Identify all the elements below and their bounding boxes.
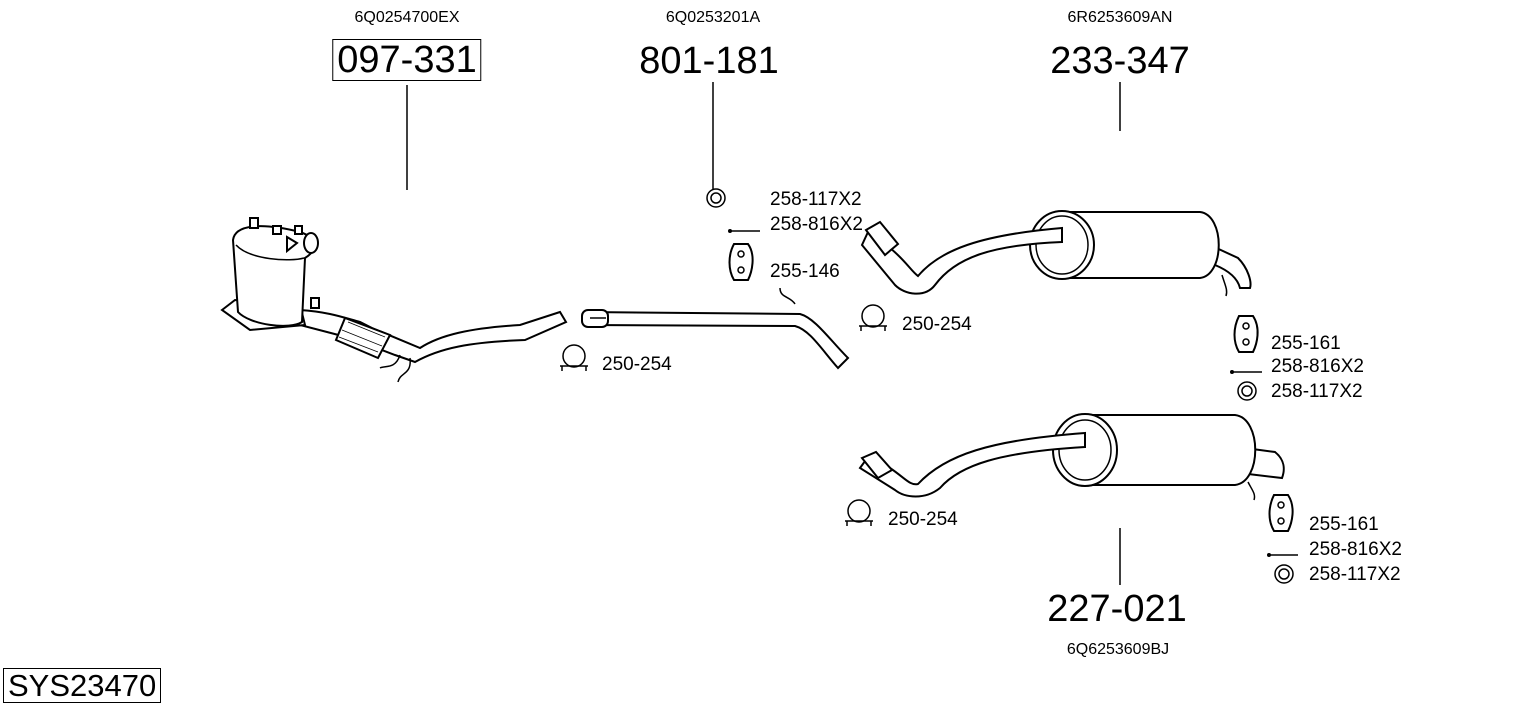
accessory-label[interactable]: 250-254 — [902, 314, 972, 335]
part-number-801-181[interactable]: 801-181 — [639, 40, 779, 82]
accessory-label[interactable]: 258-117X2 — [770, 189, 862, 210]
ring-icon — [1274, 564, 1294, 584]
middle-pipe-drawing[interactable] — [581, 287, 850, 370]
accessory-label[interactable]: 255-161 — [1271, 333, 1341, 354]
accessory-label[interactable]: 258-816X2 — [1271, 356, 1364, 377]
rear-silencer-227-021-drawing[interactable] — [858, 413, 1285, 501]
oe-number: 6Q6253609BJ — [1066, 641, 1170, 658]
accessory-label[interactable]: 250-254 — [888, 509, 958, 530]
accessory-label[interactable]: 255-161 — [1309, 514, 1379, 535]
part-number-097-331[interactable]: 097-331 — [332, 39, 482, 81]
clamp-icon — [859, 304, 887, 331]
accessory-label[interactable]: 258-816X2 — [770, 214, 863, 235]
accessory-label[interactable]: 255-146 — [770, 261, 840, 282]
system-id: SYS23470 — [3, 668, 162, 703]
accessory-label[interactable]: 250-254 — [602, 354, 672, 375]
bolt-icon — [728, 229, 760, 233]
ring-icon — [1237, 381, 1257, 401]
hanger-icon — [1233, 315, 1259, 353]
oe-number: 6Q0253201A — [665, 9, 761, 26]
rear-silencer-233-347-drawing[interactable] — [860, 210, 1252, 297]
oe-number: 6Q0254700EX — [354, 9, 460, 26]
hanger-icon — [728, 243, 754, 281]
part-number-233-347[interactable]: 233-347 — [1050, 40, 1190, 82]
clamp-icon — [845, 499, 873, 526]
accessory-label[interactable]: 258-816X2 — [1309, 539, 1402, 560]
particulate-filter-drawing[interactable] — [220, 217, 568, 383]
accessory-label[interactable]: 258-117X2 — [1309, 564, 1401, 585]
bolt-icon — [1230, 370, 1262, 374]
part-number-227-021[interactable]: 227-021 — [1047, 588, 1187, 630]
oe-number: 6R6253609AN — [1067, 9, 1173, 26]
accessory-label[interactable]: 258-117X2 — [1271, 381, 1363, 402]
clamp-icon — [560, 344, 588, 371]
ring-icon — [706, 188, 726, 208]
hanger-icon — [1268, 494, 1294, 532]
bolt-icon — [1267, 553, 1298, 557]
